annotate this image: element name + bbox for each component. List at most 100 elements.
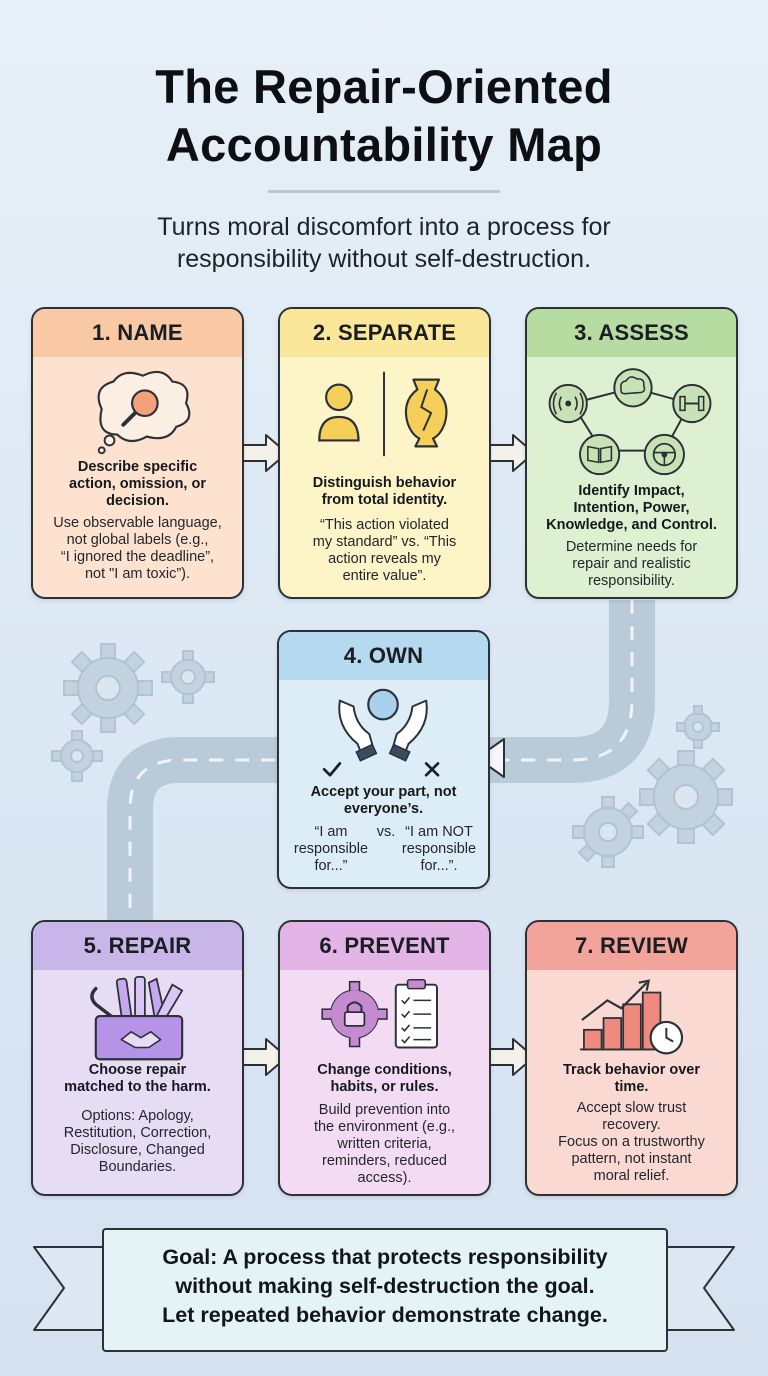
- step-headline: Choose repair matched to the harm.: [39, 1062, 236, 1096]
- step-title: 1. NAME: [33, 309, 242, 357]
- gear-icon: [63, 643, 153, 733]
- subtitle-line: Turns moral discomfort into a process fo…: [157, 213, 611, 241]
- own-line: responsible: [293, 841, 369, 857]
- cracked-vase-icon: [404, 378, 448, 448]
- step-card-separate: 2. SEPARATE Distinguish behavior from to…: [278, 307, 491, 599]
- description-line: reminders, reduced: [322, 1153, 447, 1169]
- road-path: [107, 600, 655, 925]
- book-icon: [579, 433, 621, 476]
- assess-icons: [548, 368, 712, 476]
- headline-line: matched to the harm.: [64, 1079, 211, 1095]
- description-line: not "I am toxic”).: [84, 566, 191, 582]
- description-line: pattern, not instant: [571, 1151, 692, 1167]
- toolbox-icon: [90, 975, 184, 1061]
- gear-lock-icon: [321, 980, 388, 1048]
- step-headline: Change conditions, habits, or rules.: [286, 1062, 483, 1096]
- description-line: recovery.: [602, 1117, 661, 1133]
- description-line: moral relief.: [593, 1168, 670, 1184]
- headline-line: action, omission, or: [69, 476, 206, 492]
- headline-line: Track behavior over: [562, 1062, 700, 1078]
- description-line: Build prevention into: [318, 1102, 451, 1118]
- page-subtitle: Turns moral discomfort into a process fo…: [60, 211, 708, 275]
- own-not-responsible-text: “I am NOT responsible for...”.: [395, 824, 483, 875]
- subtitle-line: responsibility without self-destruction.: [176, 245, 592, 273]
- gear-icon: [51, 730, 103, 782]
- check-icon: [322, 762, 342, 777]
- step-headline: Describe specific action, omission, or d…: [39, 459, 236, 510]
- headline-line: Intention, Power,: [573, 500, 690, 516]
- step-title: 6. PREVENT: [280, 922, 489, 970]
- gear-icon: [161, 650, 215, 704]
- step-description: Build prevention into the environment (e…: [286, 1102, 483, 1187]
- magnifying-glass-thought-bubble-icon: [97, 370, 191, 455]
- step-title: 7. REVIEW: [527, 922, 736, 970]
- step-title: 5. REPAIR: [33, 922, 242, 970]
- own-line: “I am NOT: [405, 824, 473, 840]
- description-line: entire value”.: [342, 568, 427, 584]
- arrow-right-icon: [241, 434, 288, 472]
- description-line: Boundaries.: [98, 1159, 177, 1175]
- step-headline: Identify Impact, Intention, Power, Knowl…: [533, 483, 730, 534]
- step-description: Use observable language, not global labe…: [39, 515, 236, 583]
- title-divider: [268, 190, 500, 193]
- headline-line: everyone’s.: [343, 801, 424, 817]
- own-responsible-text: “I am responsible for...”: [289, 824, 373, 875]
- description-line: Restitution, Correction,: [63, 1125, 212, 1141]
- step-card-repair: 5. REPAIR Choose repair matched to the h…: [31, 920, 244, 1196]
- step-card-assess: 3. ASSESS Identify Impact, Intention, Po…: [525, 307, 738, 599]
- goal-line: without making self-destruction the goal…: [175, 1274, 595, 1298]
- separate-icons: [318, 371, 448, 457]
- description-line: responsibility.: [588, 573, 675, 589]
- headline-line: Choose repair: [88, 1062, 187, 1078]
- title-line: The Repair-Oriented: [155, 60, 613, 113]
- step-card-own: 4. OWN Accept your part, not everyone’s.…: [277, 630, 490, 889]
- thought-cloud-icon: [613, 368, 653, 408]
- description-line: Options: Apology,: [81, 1108, 194, 1124]
- description-line: action reveals my: [328, 551, 441, 567]
- x-icon: [424, 762, 440, 777]
- headline-line: Identify Impact,: [578, 483, 685, 499]
- clock-icon: [649, 1020, 684, 1055]
- description-line: written criteria,: [337, 1136, 432, 1152]
- headline-line: Describe specific: [77, 459, 198, 475]
- description-line: “I ignored the deadline”,: [60, 549, 215, 565]
- arrow-right-icon: [488, 1038, 535, 1076]
- description-line: access).: [357, 1170, 412, 1186]
- checklist-icon: [394, 978, 438, 1049]
- step-description: Determine needs for repair and realistic…: [533, 539, 730, 590]
- headline-line: Change conditions,: [317, 1062, 452, 1078]
- step-description: Accept slow trust recovery. Focus on a t…: [533, 1100, 730, 1185]
- goal-line: Let repeated behavior demonstrate change…: [162, 1303, 608, 1327]
- description-line: Accept slow trust: [576, 1100, 687, 1116]
- gear-icon: [572, 796, 644, 868]
- page-title: The Repair-Oriented Accountability Map: [0, 58, 768, 174]
- step-description: “This action violated my standard” vs. “…: [286, 517, 483, 585]
- steering-wheel-icon: [643, 433, 685, 476]
- step-card-review: 7. REVIEW Track behavior over time. Acce…: [525, 920, 738, 1196]
- title-line: Accountability Map: [165, 118, 603, 171]
- headline-line: Distinguish behavior: [312, 475, 457, 491]
- headline-line: Knowledge, and Control.: [546, 517, 717, 533]
- headline-line: habits, or rules.: [330, 1079, 439, 1095]
- step-title: 3. ASSESS: [527, 309, 736, 357]
- step-headline: Distinguish behavior from total identity…: [286, 475, 483, 509]
- description-line: not global labels (e.g.,: [66, 532, 209, 548]
- step-title: 4. OWN: [279, 632, 488, 680]
- description-line: my standard” vs. “This: [312, 534, 457, 550]
- arrow-right-icon: [488, 434, 535, 472]
- step-card-prevent: 6. PREVENT Change conditions, habits, or…: [278, 920, 491, 1196]
- own-contrast: “I am responsible for...” vs. “I am NOT …: [279, 824, 488, 878]
- arrow-left-icon: [476, 738, 505, 778]
- headline-line: Accept your part, not: [310, 784, 457, 800]
- headline-line: time.: [614, 1079, 649, 1095]
- open-hands-icon: [322, 688, 440, 777]
- description-line: Determine needs for: [565, 539, 698, 555]
- step-headline: Track behavior over time.: [533, 1062, 730, 1096]
- description-line: “This action violated: [320, 517, 449, 533]
- own-line: “I am: [314, 824, 348, 840]
- review-icons: [579, 979, 684, 1055]
- gear-icon: [676, 705, 720, 749]
- description-line: Focus on a trustworthy: [558, 1134, 705, 1150]
